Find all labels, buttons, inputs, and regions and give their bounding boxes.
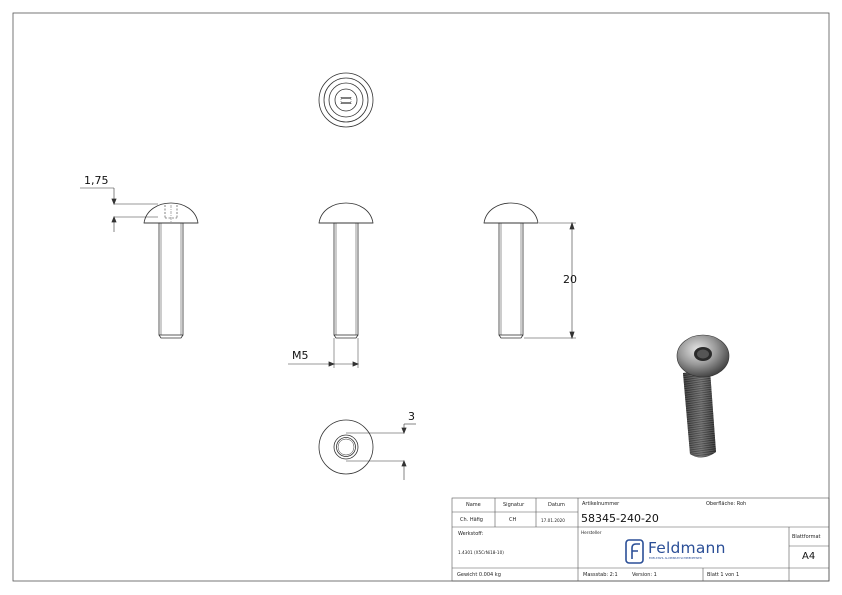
date-value: 17.01.2020 — [541, 518, 565, 523]
sheet-format-label: Blattformat — [792, 534, 821, 540]
signature-header: Signatur — [503, 502, 525, 508]
bolt-head — [483, 202, 539, 224]
top-view — [318, 72, 374, 128]
side-view-right — [483, 202, 576, 340]
scale: Massstab: 2:1 — [583, 572, 618, 578]
side-view-left — [80, 187, 199, 339]
bolt-head — [143, 202, 199, 224]
bottom-view — [318, 419, 416, 480]
dimension-length: 20 — [563, 273, 577, 286]
name-header: Name — [466, 502, 481, 508]
material-label: Werkstoff: — [458, 531, 484, 537]
version: Version: 1 — [632, 572, 657, 578]
side-view-center — [288, 202, 374, 368]
sheet-number: Blatt 1 von 1 — [707, 572, 740, 578]
surface-label: Oberfläche: Roh — [706, 501, 747, 507]
head-outer-circle — [318, 419, 374, 475]
hex-socket-mark — [341, 97, 351, 104]
bolt-3d-render — [676, 334, 730, 458]
logo-name: Feldmann — [648, 539, 726, 557]
article-number-label: Artikelnummer — [582, 501, 620, 507]
manufacturer-label: Hersteller — [581, 530, 602, 535]
signature-value: CH — [509, 517, 517, 523]
weight: Gewicht 0.004 kg — [457, 572, 501, 578]
article-number: 58345-240-20 — [581, 512, 659, 525]
logo-tagline: EDELSTAHL ALUMINIUM SCHMIEDEEISEN — [649, 557, 702, 560]
bolt-head — [318, 202, 374, 224]
title-block-grid — [451, 497, 830, 582]
sheet-border — [12, 12, 830, 582]
material-value: 1.4301 (X5CrNi18-10) — [458, 550, 504, 555]
dimension-socket: 3 — [408, 410, 415, 423]
drawn-by-name: Ch. Häfig — [460, 517, 483, 523]
dimension-thread: M5 — [292, 349, 309, 362]
feldmann-logo-icon — [625, 539, 644, 564]
head-outer-circle — [318, 72, 374, 128]
hidden-socket — [164, 205, 178, 219]
date-header: Datum — [548, 502, 565, 508]
sheet-format-value: A4 — [802, 551, 816, 562]
dimension-head-height: 1,75 — [84, 174, 109, 187]
